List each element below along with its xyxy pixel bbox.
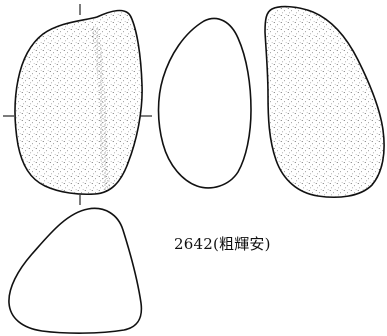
cross-section <box>8 207 143 334</box>
side-view <box>157 17 252 189</box>
back-view-outline <box>264 5 385 199</box>
specimen-caption: 2642(粗輝安) <box>174 235 271 253</box>
side-view-outline <box>157 17 252 189</box>
front-view-outline <box>14 9 143 196</box>
front-view <box>3 4 152 205</box>
front-view-ridge-stipple <box>90 26 110 190</box>
cross-section-outline <box>8 207 143 334</box>
back-view <box>264 5 385 199</box>
